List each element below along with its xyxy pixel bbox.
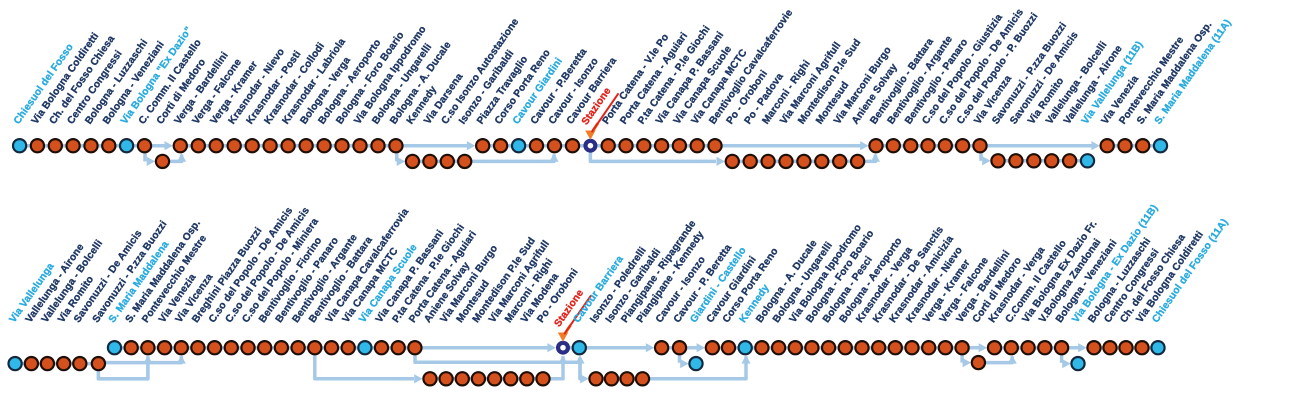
svg-text:S. Maria Maddalena (11A): S. Maria Maddalena (11A) — [1153, 18, 1234, 127]
svg-text:S. Maria Maddalena Osp.: S. Maria Maddalena Osp. — [1135, 20, 1214, 127]
